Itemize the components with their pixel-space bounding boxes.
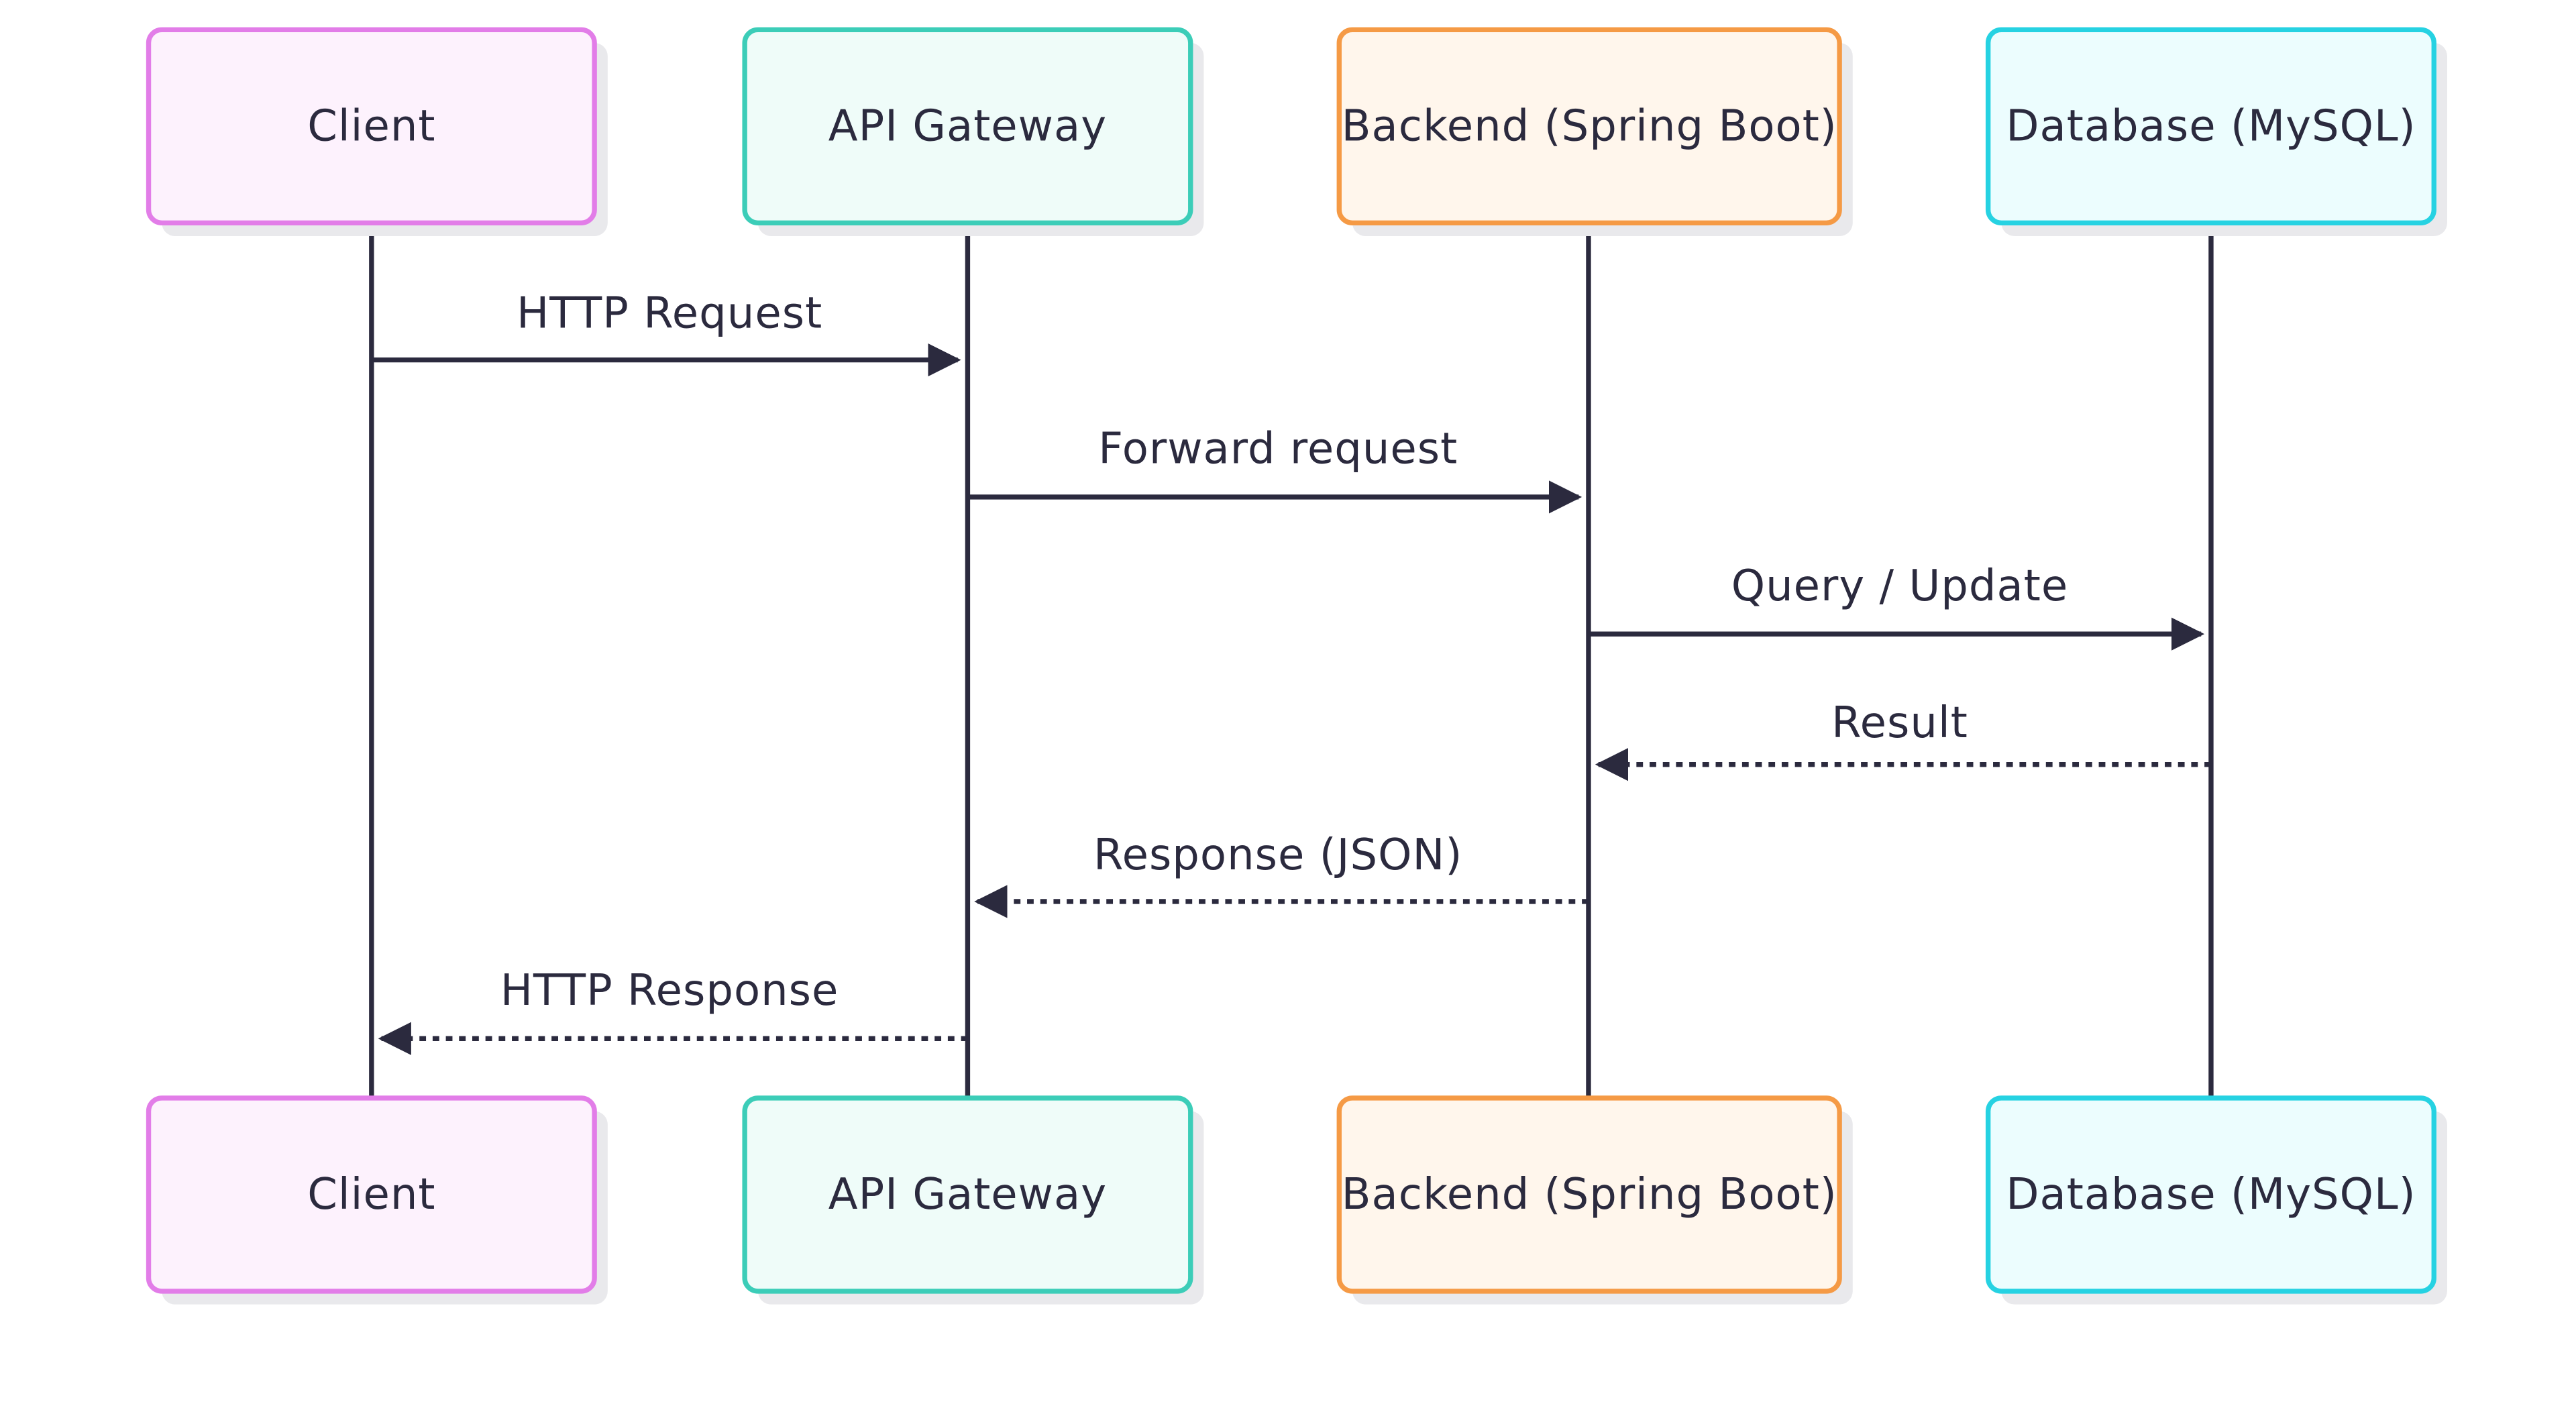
participant-label: Backend (Spring Boot) (1342, 1170, 1837, 1219)
message-label: Forward request (1098, 425, 1458, 474)
participant-box-client-bottom[interactable]: Client (146, 1095, 608, 1305)
participant-box-gateway-top[interactable]: API Gateway (742, 27, 1204, 236)
participant-row-top: Client API Gateway Backend (Spring Boot)… (146, 27, 2447, 236)
participant-label: Client (307, 101, 435, 151)
message-label: Query / Update (1731, 561, 2069, 611)
message-label: HTTP Response (500, 966, 839, 1016)
message-http-response[interactable]: HTTP Response (378, 966, 968, 1055)
lifelines (369, 223, 2214, 1098)
participant-box-database-bottom[interactable]: Database (MySQL) (1985, 1095, 2447, 1305)
message-label: Response (JSON) (1093, 830, 1462, 880)
participant-label: Database (MySQL) (2006, 101, 2416, 151)
participant-label: Backend (Spring Boot) (1342, 101, 1837, 151)
participant-box-backend-top[interactable]: Backend (Spring Boot) (1336, 27, 1853, 236)
message-label: Result (1831, 698, 1968, 748)
participant-box-database-top[interactable]: Database (MySQL) (1985, 27, 2447, 236)
message-result[interactable]: Result (1595, 698, 2211, 781)
participant-row-bottom: Client API Gateway Backend (Spring Boot)… (146, 1095, 2447, 1305)
message-query-update[interactable]: Query / Update (1588, 561, 2205, 651)
participant-label: Database (MySQL) (2006, 1170, 2416, 1219)
participant-label: API Gateway (828, 1170, 1107, 1219)
messages: HTTP Request Forward request Query / Upd… (371, 289, 2211, 1055)
participant-label: API Gateway (828, 101, 1107, 151)
participant-box-client-top[interactable]: Client (146, 27, 608, 236)
participant-label: Client (307, 1170, 435, 1219)
message-response-json[interactable]: Response (JSON) (974, 830, 1589, 918)
message-forward-request[interactable]: Forward request (967, 425, 1582, 514)
participant-box-gateway-bottom[interactable]: API Gateway (742, 1095, 1204, 1305)
participant-box-backend-bottom[interactable]: Backend (Spring Boot) (1336, 1095, 1853, 1305)
message-label: HTTP Request (517, 289, 822, 339)
message-http-request[interactable]: HTTP Request (371, 289, 961, 377)
